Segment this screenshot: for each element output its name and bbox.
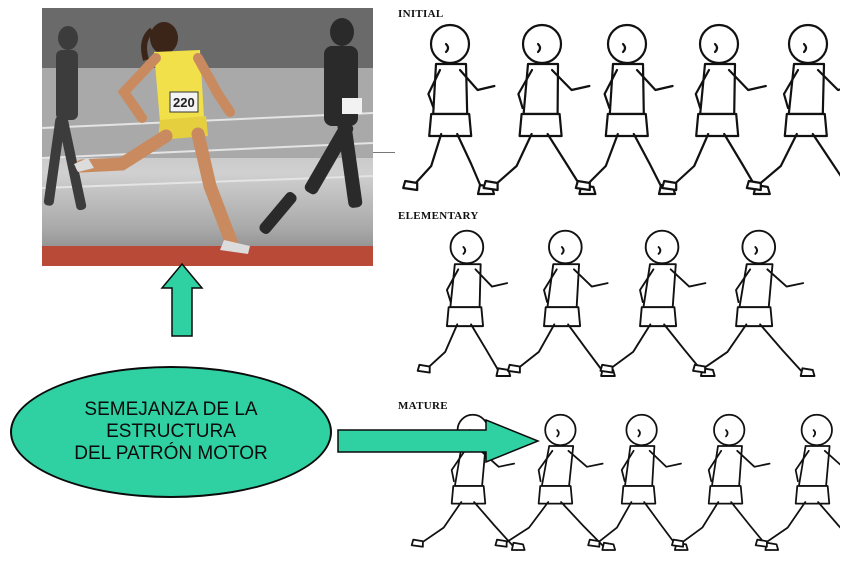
callout-line-2: ESTRUCTURA [106,421,236,442]
callout-line-3: DEL PATRÓN MOTOR [74,443,268,464]
running-child-figure-initial-1 [402,23,496,196]
figure-row-elementary [400,226,840,386]
connector-line [373,152,395,153]
running-child-figure-initial-2 [482,23,597,196]
stage-label-elementary: ELEMENTARY [398,210,479,222]
running-child-figure-initial-5 [745,23,840,192]
right-arrow [336,418,541,464]
running-child-figure-mature-3 [587,413,689,551]
running-child-figure-initial-4 [661,23,771,196]
running-child-figure-elementary-2 [506,229,616,377]
sprinter-photo: 220 [42,8,373,266]
stage-label-initial: INITIAL [398,8,444,20]
stage-label-mature: MATURE [398,400,448,412]
figure-row-initial [400,22,840,202]
running-child-figure-elementary-3 [599,229,716,377]
callout-text: SEMEJANZA DE LA ESTRUCTURA DEL PATRÓN MO… [74,399,268,465]
running-child-figure-elementary-4 [692,229,816,377]
callout-ellipse: SEMEJANZA DE LA ESTRUCTURA DEL PATRÓN MO… [10,366,332,498]
running-child-figure-mature-4 [671,413,780,551]
running-child-figure-initial-3 [574,23,677,196]
running-child-figure-elementary-1 [416,229,512,377]
callout-line-1: SEMEJANZA DE LA [84,399,258,420]
up-arrow [160,262,204,338]
track-surface [42,246,373,266]
figure-row-mature [390,412,840,558]
bib-number-text: 220 [173,95,195,110]
running-child-figure-mature-5 [754,413,840,548]
running-child-figure-mature-2 [494,413,617,551]
